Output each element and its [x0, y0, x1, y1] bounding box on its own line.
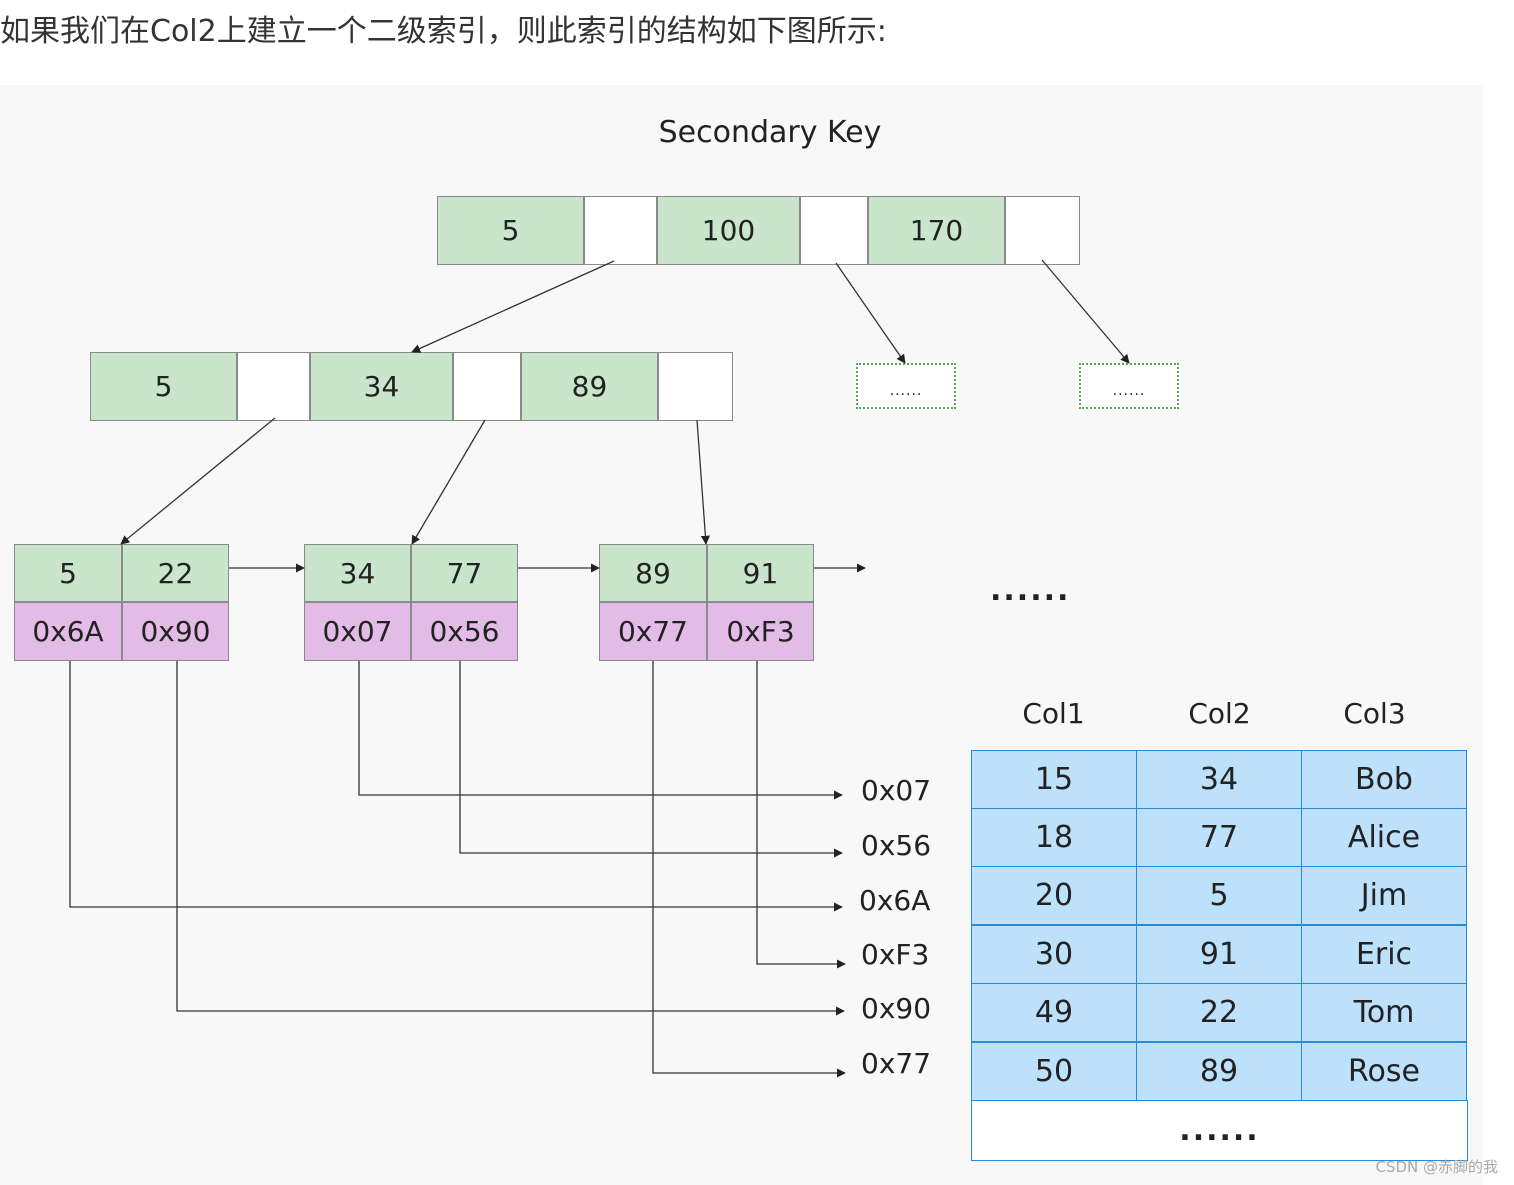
internal-pointer [658, 352, 733, 421]
table-column-header: Col3 [1343, 697, 1406, 730]
leaf-address: 0x90 [122, 602, 229, 661]
table-cell: Rose [1301, 1042, 1467, 1101]
table-cell: Bob [1301, 750, 1467, 809]
address-label: 0xF3 [861, 938, 930, 971]
table-column-header: Col2 [1188, 697, 1251, 730]
leaf-address: 0x77 [599, 602, 707, 661]
table-cell: 15 [971, 750, 1137, 809]
leaf-address: 0x6A [14, 602, 122, 661]
leaf-key: 89 [599, 544, 707, 602]
address-label: 0x56 [861, 829, 932, 862]
root-pointer [584, 196, 657, 265]
diagram-canvas: Secondary Key 5 100 170 5 34 89 ...... .… [0, 85, 1483, 1185]
tree-edge [120, 417, 276, 545]
leaf-key: 34 [304, 544, 411, 602]
internal-key: 89 [521, 352, 658, 421]
internal-pointer [453, 352, 521, 421]
table-cell: Alice [1301, 808, 1467, 867]
leaf-key: 5 [14, 544, 122, 602]
table-cell: 77 [1136, 808, 1302, 867]
leaf-address: 0x56 [411, 602, 518, 661]
address-pointer [756, 661, 846, 969]
address-label: 0x77 [861, 1047, 932, 1080]
leaf-address: 0xF3 [707, 602, 814, 661]
placeholder-node: ...... [856, 363, 956, 409]
address-pointer [358, 661, 843, 800]
table-cell: 91 [1136, 925, 1302, 984]
address-pointer [176, 661, 845, 1016]
tree-edge [411, 419, 486, 545]
table-column-header: Col1 [1022, 697, 1085, 730]
connector-lines [69, 259, 1130, 1078]
table-cell: 34 [1136, 750, 1302, 809]
root-pointer [1005, 196, 1080, 265]
leaf-key: 91 [707, 544, 814, 602]
internal-pointer [237, 352, 310, 421]
table-footer-ellipsis: ...... [971, 1100, 1468, 1161]
table-cell: Jim [1301, 866, 1467, 925]
root-key: 5 [437, 196, 584, 265]
table-cell: 20 [971, 866, 1137, 925]
leaf-ellipsis: ...... [990, 573, 1071, 608]
address-pointer [69, 661, 843, 912]
leaf-address: 0x07 [304, 602, 411, 661]
table-cell: Eric [1301, 925, 1467, 984]
table-cell: Tom [1301, 983, 1467, 1042]
placeholder-node: ...... [1079, 363, 1179, 409]
address-pointer [459, 661, 843, 858]
address-label: 0x6A [859, 884, 931, 917]
tree-edge [835, 262, 906, 364]
internal-key: 5 [90, 352, 237, 421]
internal-key: 34 [310, 352, 453, 421]
tree-edge [696, 419, 710, 545]
root-key: 100 [657, 196, 800, 265]
tree-edge [1041, 259, 1130, 364]
table-cell: 22 [1136, 983, 1302, 1042]
watermark: CSDN @赤脚的我 [1375, 1158, 1498, 1176]
leaf-key: 77 [411, 544, 518, 602]
root-key: 170 [868, 196, 1005, 265]
tree-edge [411, 260, 615, 353]
address-label: 0x90 [861, 992, 932, 1025]
root-pointer [800, 196, 868, 265]
table-cell: 49 [971, 983, 1137, 1042]
leaf-key: 22 [122, 544, 229, 602]
address-label: 0x07 [861, 774, 932, 807]
address-pointer [652, 661, 846, 1078]
diagram-title: Secondary Key [658, 115, 882, 150]
intro-text: 如果我们在Col2上建立一个二级索引，则此索引的结构如下图所示: [0, 14, 887, 49]
